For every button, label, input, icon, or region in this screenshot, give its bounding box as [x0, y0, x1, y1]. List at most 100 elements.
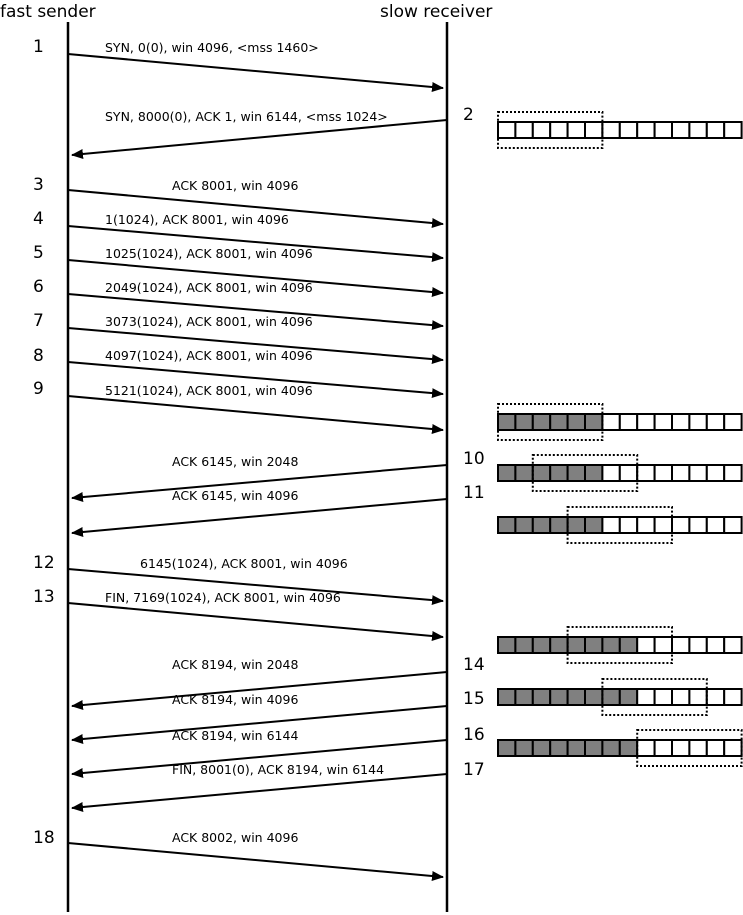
- buffers-layer: [497, 111, 743, 767]
- buffer-cell-filled: [497, 413, 517, 431]
- message-label: 1(1024), ACK 8001, win 4096: [105, 212, 289, 227]
- message-label: ACK 6145, win 4096: [172, 488, 298, 503]
- buffer-cell-empty: [653, 688, 673, 706]
- step-number: 8: [33, 346, 44, 366]
- buffer-cell-filled: [497, 636, 517, 654]
- buffer-cell-filled: [584, 739, 604, 757]
- buffer-cell-empty: [636, 121, 656, 139]
- buffer-cell-filled: [549, 636, 569, 654]
- message-arrow: [67, 361, 444, 399]
- buffer-cell-empty: [723, 739, 743, 757]
- step-number: 10: [463, 449, 485, 469]
- buffer-cell-filled: [566, 516, 586, 534]
- buffer-cell-empty: [601, 464, 621, 482]
- buffer-cell-empty: [688, 413, 708, 431]
- buffer-cell-empty: [688, 739, 708, 757]
- buffer-cell-empty: [723, 516, 743, 534]
- message-arrow: [67, 293, 444, 331]
- window-outline: [497, 403, 604, 441]
- window-outline: [566, 506, 673, 544]
- receive-buffer-4: [497, 506, 743, 544]
- buffer-cell-filled: [497, 688, 517, 706]
- step-number: 15: [463, 689, 485, 709]
- buffer-cell-empty: [705, 516, 726, 534]
- buffer-cell-filled: [531, 413, 552, 431]
- message-9: 9 5121(1024), ACK 8001, win 4096: [33, 379, 444, 434]
- message-arrow: [71, 671, 448, 710]
- buffer-cell-empty: [688, 121, 708, 139]
- window-outline: [566, 626, 673, 664]
- buffer-cell-filled: [566, 688, 586, 706]
- receive-buffer-2: [497, 403, 743, 441]
- receive-buffer-6: [497, 678, 743, 716]
- message-label: ACK 8002, win 4096: [172, 830, 298, 845]
- buffer-cell-filled: [584, 413, 604, 431]
- buffer-cell-filled: [549, 739, 569, 757]
- buffer-cell-empty: [723, 121, 743, 139]
- buffer-cell-empty: [653, 413, 673, 431]
- buffer-cell-filled: [584, 688, 604, 706]
- message-label: ACK 8194, win 4096: [172, 692, 298, 707]
- buffer-cell-empty: [653, 464, 673, 482]
- message-arrow: [71, 739, 448, 778]
- buffer-cell-empty: [705, 739, 726, 757]
- message-arrow: [71, 773, 448, 812]
- step-number: 7: [33, 311, 44, 331]
- buffer-cell-empty: [497, 121, 517, 139]
- buffer-cell-empty: [618, 464, 639, 482]
- buffer-cell-filled: [497, 464, 517, 482]
- receive-buffer-3: [497, 454, 743, 492]
- message-arrow: [67, 327, 444, 365]
- buffer-cell-filled: [566, 636, 586, 654]
- message-label: 5121(1024), ACK 8001, win 4096: [105, 383, 313, 398]
- message-arrow: [67, 842, 444, 881]
- buffer-cell-filled: [618, 739, 639, 757]
- message-label: FIN, 8001(0), ACK 8194, win 6144: [172, 762, 384, 777]
- step-number: 13: [33, 587, 55, 607]
- message-label: SYN, 8000(0), ACK 1, win 6144, <mss 1024…: [105, 109, 388, 124]
- buffer-cell-filled: [549, 688, 569, 706]
- window-outline: [601, 678, 708, 716]
- buffer-cell-empty: [671, 121, 691, 139]
- buffer-cell-filled: [531, 636, 552, 654]
- buffer-cell-empty: [705, 121, 726, 139]
- buffer-cell-empty: [688, 464, 708, 482]
- buffer-cell-empty: [671, 516, 691, 534]
- buffer-cell-empty: [653, 636, 673, 654]
- buffer-cell-filled: [584, 516, 604, 534]
- buffer-cell-empty: [671, 688, 691, 706]
- buffer-cell-empty: [601, 121, 621, 139]
- message-arrow: [71, 498, 448, 537]
- buffer-cell-filled: [566, 464, 586, 482]
- message-label: ACK 8194, win 6144: [172, 728, 298, 743]
- receiver-header: slow receiver: [380, 2, 492, 22]
- buffer-cell-empty: [705, 464, 726, 482]
- message-label: SYN, 0(0), win 4096, <mss 1460>: [105, 40, 319, 55]
- step-number: 11: [463, 483, 485, 503]
- buffer-cell-filled: [601, 688, 621, 706]
- buffer-cell-empty: [636, 413, 656, 431]
- message-label: ACK 8194, win 2048: [172, 657, 298, 672]
- sender-header: fast sender: [0, 2, 96, 22]
- buffer-cell-empty: [584, 121, 604, 139]
- message-label: 1025(1024), ACK 8001, win 4096: [105, 246, 313, 261]
- buffer-cell-empty: [653, 121, 673, 139]
- step-number: 14: [463, 655, 485, 675]
- step-number: 3: [33, 175, 44, 195]
- buffer-cell-empty: [671, 739, 691, 757]
- buffer-cell-empty: [636, 739, 656, 757]
- step-number: 9: [33, 379, 44, 399]
- receive-buffer-5: [497, 626, 743, 664]
- buffer-cell-empty: [653, 516, 673, 534]
- buffer-cell-filled: [531, 688, 552, 706]
- buffer-cell-filled: [531, 739, 552, 757]
